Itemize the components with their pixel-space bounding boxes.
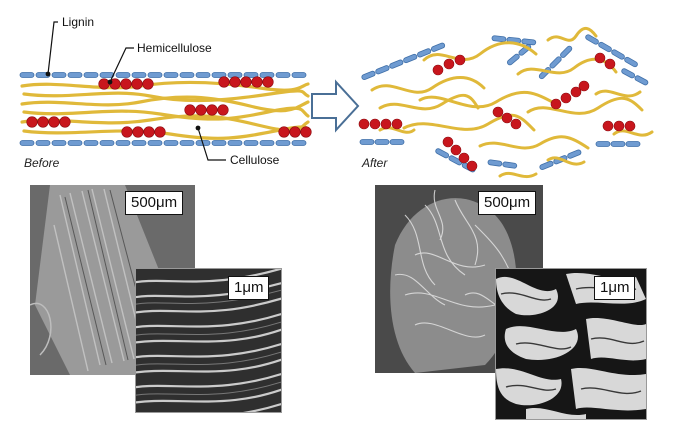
lignin-label: Lignin bbox=[62, 15, 94, 29]
schematic: Lignin Hemicellulose Cellulose Before bbox=[19, 15, 654, 179]
before-caption: Before bbox=[24, 156, 60, 170]
label-leaders bbox=[47, 21, 226, 161]
lignin-bottom-rail bbox=[19, 140, 307, 146]
cellulose-bundle bbox=[20, 80, 310, 140]
before-high-mag-scale-label: 1μm bbox=[228, 276, 270, 300]
label-dots bbox=[45, 71, 201, 131]
transition-arrow bbox=[311, 79, 360, 133]
after-low-mag-scale-label: 500μm bbox=[478, 191, 537, 215]
after-caption: After bbox=[361, 156, 388, 170]
hemicellulose-label: Hemicellulose bbox=[137, 41, 212, 55]
cellulose-label: Cellulose bbox=[230, 153, 280, 167]
hemicellulose-clusters-before bbox=[26, 76, 312, 138]
before-high-mag-micrograph bbox=[135, 268, 282, 413]
hemicellulose-fragments-after bbox=[358, 52, 636, 172]
lignin-top-rail bbox=[19, 72, 307, 78]
before-low-mag-scale-label: 500μm bbox=[125, 191, 184, 215]
after-high-mag-scale-label: 1μm bbox=[594, 276, 636, 300]
